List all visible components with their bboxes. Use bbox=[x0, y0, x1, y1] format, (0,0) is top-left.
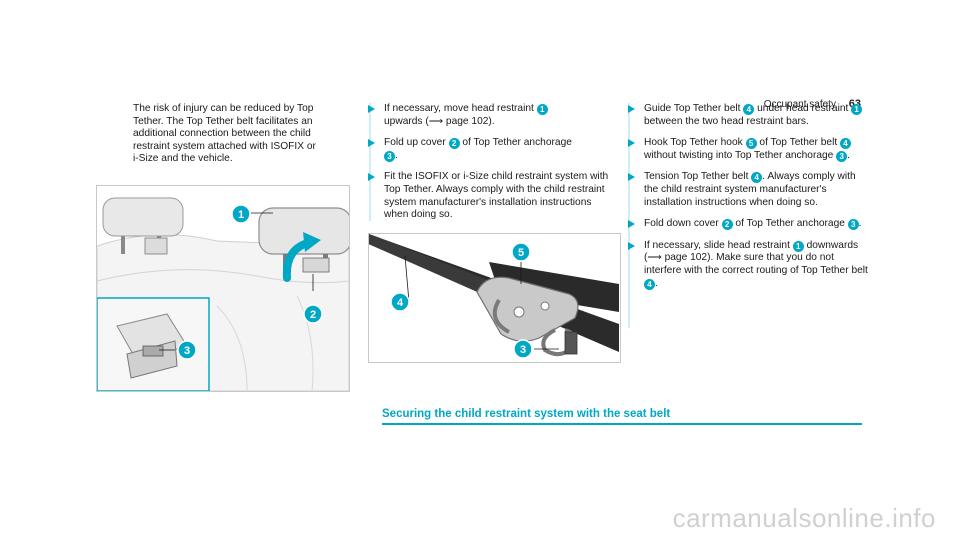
callout-badge: 4 bbox=[840, 138, 852, 150]
section-name: Occupant safety bbox=[763, 99, 836, 110]
head-restraint-figure: 1 2 3 bbox=[96, 185, 350, 392]
svg-text:5: 5 bbox=[518, 247, 524, 259]
step-item: Guide Top Tether belt 4 under head restr… bbox=[628, 103, 868, 128]
steps-middle: If necessary, move head restraint 1 upwa… bbox=[368, 103, 616, 231]
callout-3: 3 bbox=[513, 339, 533, 359]
svg-text:3: 3 bbox=[184, 345, 190, 357]
head-restraint-illustration: 1 2 3 bbox=[97, 197, 349, 391]
callout-badge: 4 bbox=[751, 172, 763, 184]
intro-line: The risk of injury can be reduced by Top bbox=[133, 103, 314, 114]
step-item: Fold down cover 2 of Top Tether anchorag… bbox=[628, 218, 868, 231]
top-tether-hook-figure: 5 4 3 bbox=[368, 233, 621, 363]
intro-line: i-Size and the vehicle. bbox=[133, 153, 233, 165]
callout-3: 3 bbox=[177, 340, 197, 360]
callout-badge: 4 bbox=[743, 104, 755, 115]
callout-5: 5 bbox=[511, 242, 531, 262]
callout-badge: 4 bbox=[644, 278, 655, 290]
step-marker-icon bbox=[628, 220, 635, 229]
svg-text:3: 3 bbox=[520, 344, 526, 356]
callout-badge: 5 bbox=[745, 138, 757, 150]
svg-text:1: 1 bbox=[238, 209, 244, 221]
callout-badge: 1 bbox=[792, 240, 804, 252]
step-item: If necessary, move head restraint 1 upwa… bbox=[368, 103, 616, 128]
step-marker-icon bbox=[628, 105, 635, 113]
step-item: If necessary, slide head restraint 1 dow… bbox=[628, 240, 868, 290]
svg-text:4: 4 bbox=[397, 297, 404, 309]
callout-badge: 2 bbox=[448, 138, 460, 150]
callout-4: 4 bbox=[390, 292, 410, 312]
column-rule bbox=[628, 103, 630, 328]
intro-paragraph: The risk of injury can be reduced by Top… bbox=[133, 103, 348, 166]
column-rule bbox=[369, 103, 371, 221]
callout-badge: 3 bbox=[847, 219, 859, 231]
top-tether-hook-illustration: 5 4 3 bbox=[369, 234, 619, 359]
step-marker-icon bbox=[628, 241, 635, 250]
step-marker-icon bbox=[368, 139, 375, 148]
callout-badge: 1 bbox=[851, 104, 863, 115]
intro-line: additional connection between the child bbox=[133, 128, 311, 140]
section-heading-rule bbox=[382, 423, 862, 425]
step-marker-icon bbox=[628, 173, 635, 182]
intro-line: restraint system attached with ISOFIX or bbox=[133, 140, 316, 152]
callout-badge: 3 bbox=[836, 150, 848, 162]
callout-2: 2 bbox=[303, 304, 323, 324]
step-marker-icon bbox=[368, 105, 375, 113]
step-item: Tension Top Tether belt 4. Always comply… bbox=[628, 171, 868, 209]
svg-text:2: 2 bbox=[310, 309, 316, 321]
step-item: Fold up cover 2 of Top Tether anchorage … bbox=[368, 137, 616, 162]
callout-1: 1 bbox=[231, 204, 251, 224]
steps-right: Guide Top Tether belt 4 under head restr… bbox=[628, 103, 868, 299]
step-item: Fit the ISOFIX or i-Size child restraint… bbox=[368, 171, 616, 221]
page-reference-arrow-icon: ⟶ bbox=[428, 115, 444, 127]
page-reference-arrow-icon: ⟶ bbox=[647, 252, 662, 264]
step-marker-icon bbox=[628, 139, 635, 148]
intro-line: Tether. The Top Tether belt facilitates … bbox=[133, 115, 313, 127]
callout-badge: 3 bbox=[384, 150, 395, 162]
step-item: Hook Top Tether hook 5 of Top Tether bel… bbox=[628, 137, 868, 162]
watermark: carmanualsonline.info bbox=[672, 503, 936, 533]
callout-badge: 2 bbox=[721, 219, 733, 231]
section-heading: Securing the child restraint system with… bbox=[382, 408, 671, 420]
callout-badge: 1 bbox=[536, 104, 548, 115]
step-marker-icon bbox=[368, 173, 375, 182]
